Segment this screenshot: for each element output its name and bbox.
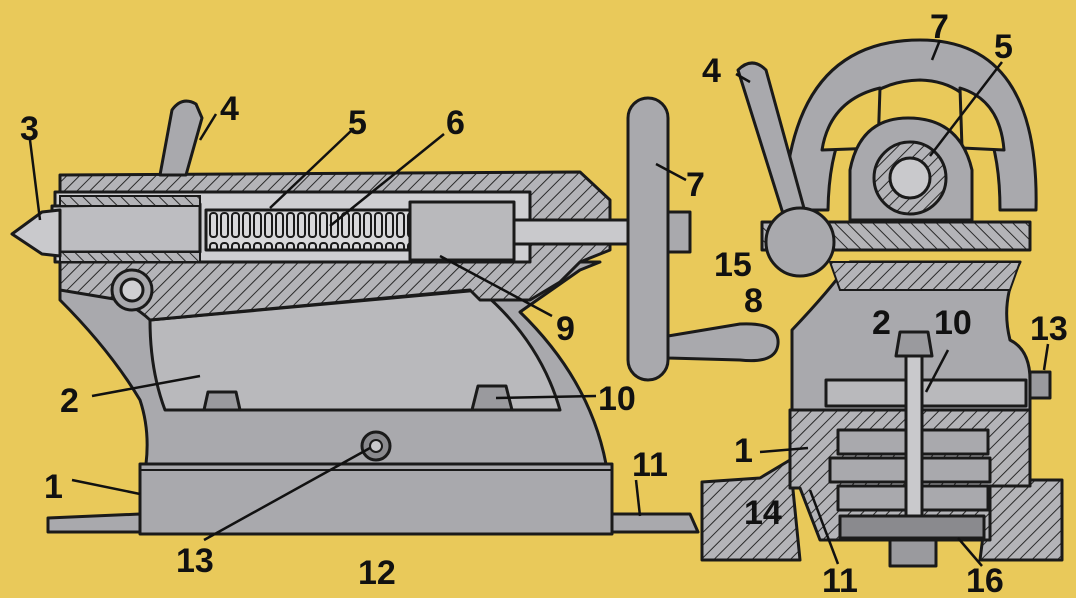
body-window: [148, 288, 562, 412]
screw-nut: [408, 200, 516, 262]
label-12: 12: [358, 554, 396, 592]
gear-16: [838, 514, 986, 540]
label-8: 8: [744, 282, 763, 320]
end-lever: [736, 61, 812, 238]
label-end-11: 11: [822, 562, 858, 598]
lever-boss: [764, 206, 836, 278]
end-screw: [1028, 370, 1052, 400]
quill: [50, 202, 202, 254]
label-end-14: 14: [744, 494, 782, 532]
label-2: 2: [60, 382, 79, 420]
label-end-4: 4: [702, 52, 721, 90]
clamp-lever: [158, 99, 204, 177]
end-body-hatch: [828, 261, 1022, 291]
handwheel-handle: [666, 322, 780, 363]
spindle-core: [888, 156, 932, 200]
label-9: 9: [556, 310, 575, 348]
label-end-13: 13: [1030, 310, 1068, 348]
label-3: 3: [20, 110, 39, 148]
label-13: 13: [176, 542, 214, 580]
label-11: 11: [632, 446, 668, 484]
label-end-10: 10: [934, 304, 972, 342]
adjust-screw-inner: [369, 439, 383, 453]
lathe-bed: [700, 458, 802, 562]
bed-plate: [46, 512, 142, 534]
tailstock-base: [138, 462, 614, 536]
side-view-labels: 1 2 3 4 5 6 7 8 9 10 11 12 13: [20, 90, 763, 592]
label-end-15: 15: [714, 246, 752, 284]
bolt-nut-bottom: [888, 538, 938, 568]
quill-hatch: [59, 195, 201, 263]
label-end-16: 16: [966, 562, 1004, 598]
leader-lines: [28, 39, 1050, 567]
bolt-right: [470, 384, 514, 412]
label-end-2: 2: [872, 304, 891, 342]
label-end-1: 1: [734, 432, 753, 470]
label-6: 6: [446, 104, 465, 142]
end-view: [700, 38, 1064, 568]
bolt-left: [202, 390, 242, 412]
label-10: 10: [598, 380, 636, 418]
label-end-5: 5: [994, 28, 1013, 66]
lathe-bed-right: [978, 478, 1064, 562]
handwheel: [626, 96, 670, 382]
label-5: 5: [348, 104, 367, 142]
bolt-head-top: [894, 330, 934, 358]
clamp-eccentric-inner: [119, 277, 145, 303]
label-end-7: 7: [930, 8, 949, 46]
bed-plate-right: [610, 512, 700, 534]
side-view: [10, 96, 780, 536]
live-center: [10, 208, 62, 258]
label-1: 1: [44, 468, 63, 506]
end-view-labels: 4 7 5 15 2 10 13 1 14 11 16: [702, 8, 1068, 598]
label-4: 4: [220, 90, 239, 128]
label-7: 7: [686, 166, 705, 204]
slide-block: [824, 378, 1028, 408]
